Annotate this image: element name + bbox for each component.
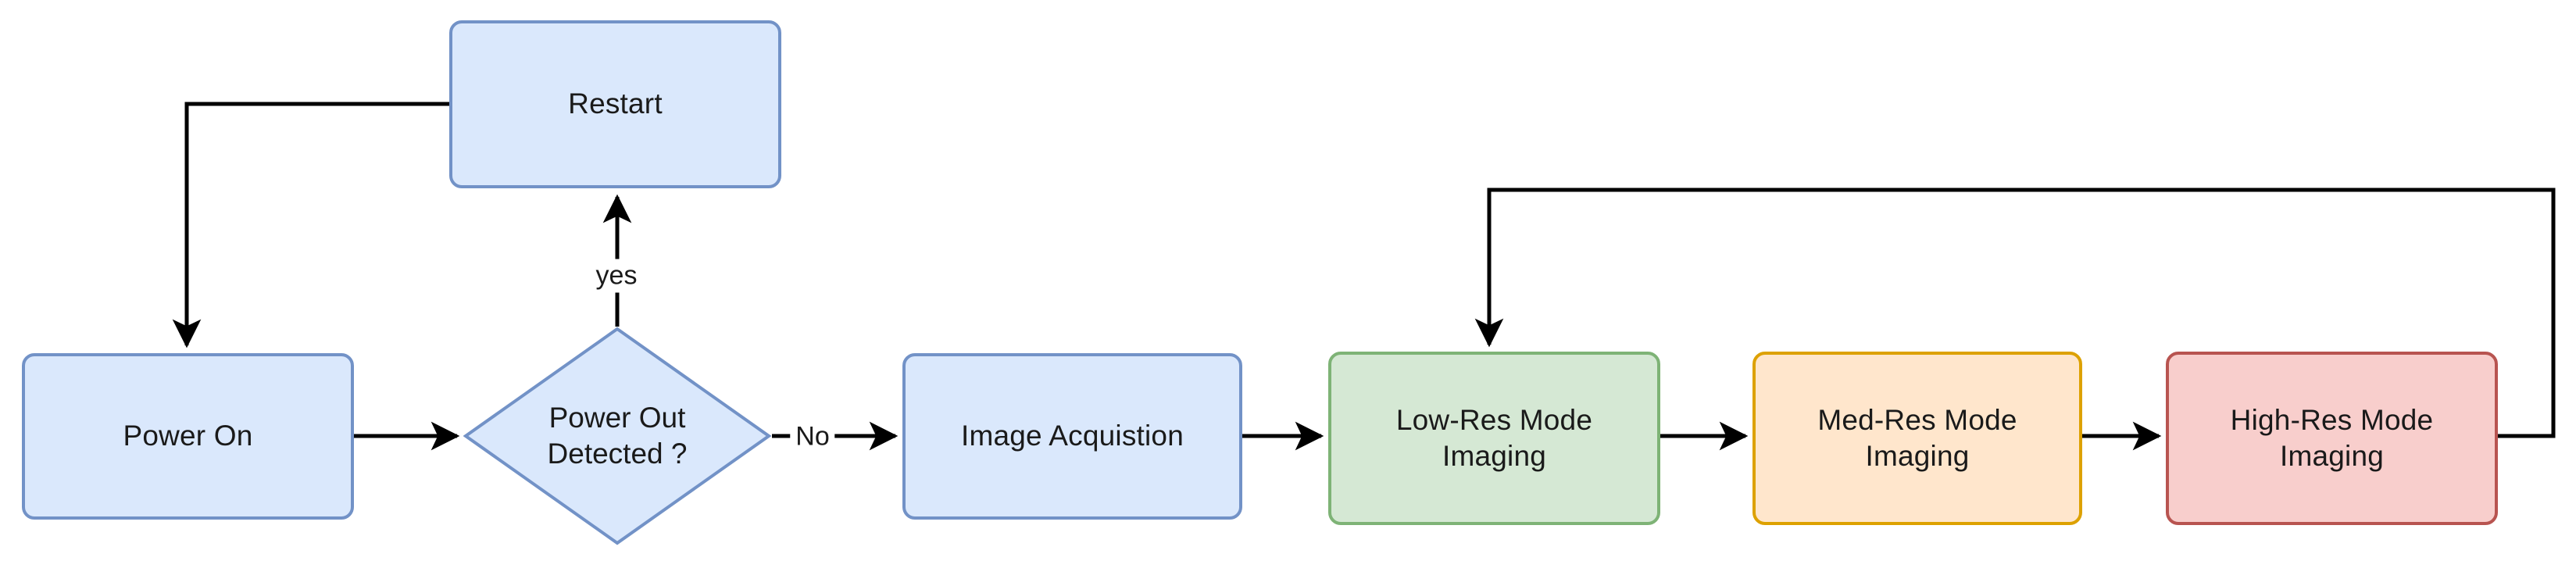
node-high-res-mode-imaging[interactable]: High-Res Mode Imaging <box>2166 352 2498 525</box>
node-power-out-detected-label: Power Out Detected ? <box>547 401 688 470</box>
node-image-acquistion[interactable]: Image Acquistion <box>902 353 1242 520</box>
edge-label-no: No <box>790 420 835 454</box>
node-high-res-mode-imaging-label: High-Res Mode Imaging <box>2230 403 2434 472</box>
node-restart[interactable]: Restart <box>449 20 781 188</box>
node-power-on[interactable]: Power On <box>22 353 354 520</box>
node-power-on-label: Power On <box>123 420 253 452</box>
node-med-res-mode-imaging[interactable]: Med-Res Mode Imaging <box>1752 352 2082 525</box>
node-low-res-mode-imaging[interactable]: Low-Res Mode Imaging <box>1328 352 1660 525</box>
edge-restart-to-power-on <box>172 102 449 348</box>
node-low-res-mode-imaging-label: Low-Res Mode Imaging <box>1395 403 1593 472</box>
node-restart-label: Restart <box>568 88 663 120</box>
edge-label-yes: yes <box>590 259 643 293</box>
node-power-out-detected-decision[interactable]: Power Out Detected ? <box>463 327 771 545</box>
node-med-res-mode-imaging-label: Med-Res Mode Imaging <box>1817 403 2017 472</box>
decision-diamond-shape <box>463 327 771 545</box>
node-image-acquistion-label: Image Acquistion <box>961 420 1184 452</box>
